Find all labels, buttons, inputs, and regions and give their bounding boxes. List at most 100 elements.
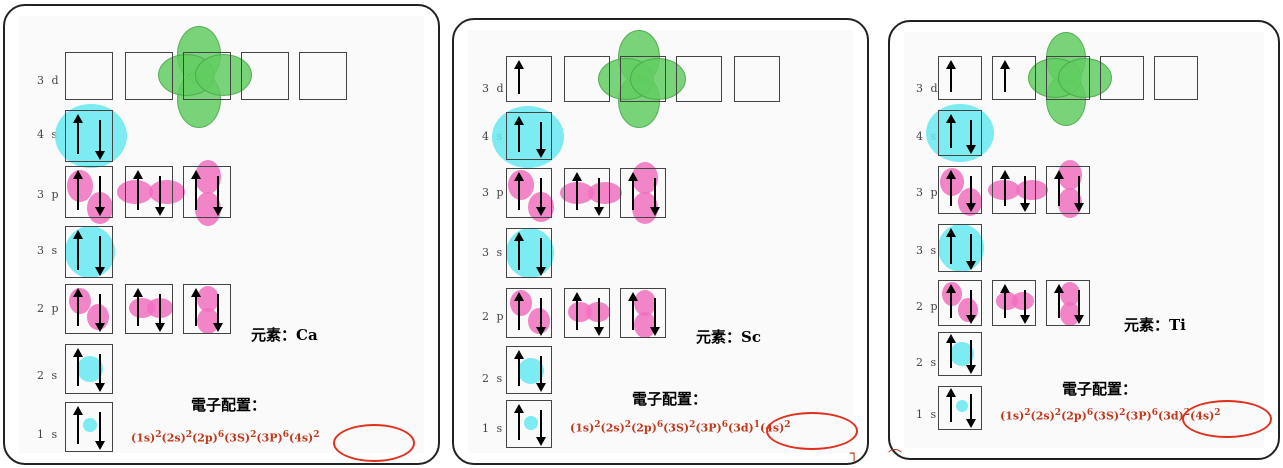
config-exp: 2 — [594, 420, 601, 430]
orbital-box-2p-1 — [506, 288, 552, 338]
spin-up-arrow — [514, 172, 524, 210]
spin-down-arrow — [594, 178, 604, 216]
label-4s: 4 s — [37, 128, 60, 141]
p-orbital-lobe — [1060, 282, 1080, 306]
label-2s: 2 s — [916, 356, 939, 369]
orbital-box-3p-1 — [506, 168, 552, 218]
highlight-ring — [1182, 400, 1272, 438]
spin-down-arrow — [966, 394, 976, 428]
config-term: (3d) — [727, 421, 754, 435]
orbital-box-3p-1 — [938, 166, 982, 214]
stray-mark: ┐ — [850, 446, 859, 462]
orbital-box-2s — [65, 344, 113, 394]
label-3p: 3 p — [37, 188, 61, 201]
label-3p: 3 p — [482, 186, 506, 199]
spin-up-arrow — [133, 288, 143, 326]
label-3d: 3 d — [482, 82, 506, 95]
orbital-panel-ti: 3 d 4 s 3 p 3 s 2 p 2 s 1 s — [888, 20, 1280, 460]
spin-down-arrow — [966, 234, 976, 270]
config-term: (2p) — [631, 421, 657, 435]
spin-up-arrow — [946, 388, 956, 422]
spin-down-arrow — [1074, 176, 1084, 212]
config-term: (3d) — [1157, 409, 1184, 423]
s-orbital-cloud-4s — [492, 106, 564, 168]
orbital-box-3p-2 — [992, 166, 1036, 214]
config-term: (1s) — [570, 421, 595, 435]
orbital-box-3s — [506, 228, 552, 278]
p-orbital-lobe — [197, 286, 219, 312]
config-title: 電子配置： — [191, 396, 267, 414]
spin-up-arrow — [73, 288, 83, 326]
orbital-box-3s — [65, 226, 113, 278]
config-exp: 6 — [721, 420, 728, 430]
config-exp: 2 — [1119, 408, 1126, 418]
orbital-box-2p-2 — [992, 280, 1036, 326]
spin-up-arrow — [572, 172, 582, 210]
config-term: (2p) — [1061, 409, 1087, 423]
config-exp: 2 — [313, 430, 320, 440]
spin-up-arrow — [73, 230, 83, 270]
s-orbital-cloud-2s — [77, 356, 103, 382]
config-term: (3S) — [663, 421, 690, 435]
label-3p: 3 p — [916, 186, 940, 199]
s-orbital-cloud-4s — [926, 104, 994, 162]
spin-down-arrow — [966, 120, 976, 154]
spin-up-arrow — [1054, 170, 1064, 206]
config-exp: 2 — [185, 430, 193, 440]
label-1s: 1 s — [916, 408, 939, 421]
orbital-box-3p-2 — [564, 168, 610, 218]
label-3s: 3 s — [482, 246, 505, 259]
orbital-box-4s — [938, 110, 982, 156]
orbital-box-2p-2 — [564, 288, 610, 338]
spin-up-arrow — [133, 170, 143, 210]
spin-up-arrow — [73, 406, 83, 444]
orbital-box-3d-2 — [992, 56, 1036, 100]
spin-down-arrow — [536, 178, 546, 216]
orbital-box-1s — [938, 386, 982, 430]
orbital-box-2s — [938, 332, 982, 376]
config-title: 電子配置： — [1062, 380, 1138, 398]
config-term: (2s) — [1030, 409, 1055, 423]
spin-up-arrow — [1000, 170, 1010, 206]
spin-down-arrow — [1074, 290, 1084, 324]
orbital-box-2p-1 — [65, 284, 113, 334]
orbital-box-3d-3 — [1046, 56, 1090, 100]
spin-up-arrow — [572, 292, 582, 330]
spin-up-arrow — [514, 292, 524, 330]
orbital-box-3d-3 — [183, 52, 231, 100]
orbital-box-3d-3 — [620, 56, 666, 102]
orbital-box-3p-2 — [125, 166, 173, 218]
orbital-box-1s — [65, 402, 113, 452]
element-label: 元素：Ti — [1124, 316, 1186, 334]
highlight-ring — [333, 424, 415, 462]
highlight-ring — [766, 412, 858, 450]
spin-up-arrow — [946, 334, 956, 368]
label-3s: 3 s — [916, 244, 939, 257]
label-3d: 3 d — [37, 74, 61, 87]
spin-down-arrow — [594, 298, 604, 336]
config-exp: 6 — [1151, 408, 1158, 418]
s-orbital-cloud-1s — [83, 418, 97, 432]
spin-up-arrow — [73, 170, 83, 210]
orbital-box-3d-2 — [125, 52, 173, 100]
config-term: (2s) — [600, 421, 625, 435]
p-orbital-lobe — [588, 182, 622, 204]
config-term: (3P) — [695, 421, 722, 435]
stray-mark: ⌒ — [888, 449, 902, 465]
spin-up-arrow — [946, 228, 956, 264]
d-orbital-lobe-right — [1058, 58, 1112, 98]
config-title: 電子配置： — [632, 390, 708, 408]
config-term: (3S) — [224, 431, 251, 445]
config-exp: 6 — [217, 430, 225, 440]
orbital-box-2p-3 — [1046, 280, 1090, 326]
config-exp: 6 — [282, 430, 289, 440]
p-orbital-lobe — [568, 302, 592, 322]
config-term: (2s) — [161, 431, 186, 445]
orbital-box-1s — [506, 400, 552, 448]
orbital-box-2p-3 — [620, 288, 666, 338]
config-exp: 6 — [656, 420, 664, 430]
config-exp: 2 — [624, 420, 632, 430]
spin-down-arrow — [966, 340, 976, 374]
config-exp: 2 — [250, 430, 257, 440]
orbital-box-2p-2 — [125, 284, 173, 334]
